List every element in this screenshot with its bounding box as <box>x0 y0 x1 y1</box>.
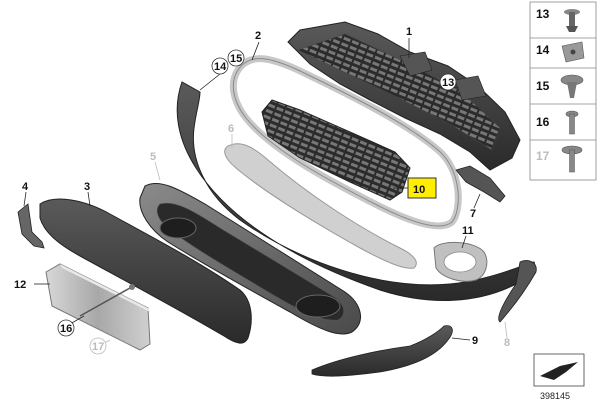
part-side-bracket <box>17 203 45 249</box>
clip-nut-icon <box>561 41 585 63</box>
callout-14-circle: 14 <box>211 57 229 75</box>
part-corner-trim <box>311 325 453 377</box>
leader-3 <box>87 191 91 207</box>
hardware-label-17: 17 <box>536 149 550 163</box>
callout-2: 2 <box>255 30 261 42</box>
callout-15: 15 <box>230 53 242 65</box>
leader-4 <box>23 191 27 207</box>
leader-8 <box>504 321 508 339</box>
callout-7: 7 <box>470 208 476 220</box>
part-trim-strip <box>224 143 417 269</box>
callout-12: 12 <box>14 279 26 291</box>
leader-7 <box>473 193 481 209</box>
part-lower-bumper <box>39 198 252 344</box>
view-arrow-icon <box>540 362 578 380</box>
part-license-bracket <box>45 263 151 351</box>
leader-5 <box>154 161 161 181</box>
leader-2 <box>251 41 260 61</box>
leader-14 <box>199 73 221 91</box>
part-bumper-trim <box>176 81 537 323</box>
callout-15-circle: 15 <box>227 49 245 67</box>
callout-8: 8 <box>504 337 510 349</box>
part-upper-grille <box>287 21 521 171</box>
callout-16-circle: 16 <box>57 319 75 337</box>
reference-id: 398145 <box>540 391 570 401</box>
hardware-label-16: 16 <box>536 115 550 129</box>
callout-11: 11 <box>462 225 474 237</box>
push-clip-icon <box>564 9 580 32</box>
callout-10: 10 <box>413 184 425 196</box>
part-fog-bezel <box>433 242 488 282</box>
callout-1: 1 <box>406 26 412 38</box>
hardware-label-13: 13 <box>536 7 550 21</box>
reference-box: 398145 <box>533 353 585 401</box>
callout-17-circle: 17 <box>89 337 107 355</box>
part-center-grille <box>261 99 411 201</box>
leader-9 <box>451 337 471 341</box>
callout-13: 13 <box>442 77 454 89</box>
hardware-label-15: 15 <box>536 79 550 93</box>
part-grille-frame <box>229 55 462 230</box>
callout-3: 3 <box>84 181 90 193</box>
hardware-panel: 13 14 15 16 17 <box>529 1 597 181</box>
callout-13-circle: 13 <box>439 73 457 91</box>
callout-14: 14 <box>214 61 227 73</box>
screw-icon <box>565 110 579 135</box>
flange-screw-icon <box>561 145 583 173</box>
callout-16: 16 <box>60 323 72 335</box>
callout-4: 4 <box>22 181 29 193</box>
part-right-bracket <box>455 165 506 203</box>
leader-11 <box>461 235 467 249</box>
hardware-label-14: 14 <box>536 43 550 57</box>
callout-17: 17 <box>92 341 104 353</box>
callout-6: 6 <box>228 123 234 135</box>
part-lower-intake <box>139 182 361 335</box>
callout-5: 5 <box>150 151 156 163</box>
callout-10-highlight: 10 <box>407 177 437 199</box>
part-screw-16 <box>79 284 135 317</box>
expanding-rivet-icon <box>560 74 584 98</box>
callout-9: 9 <box>472 335 478 347</box>
